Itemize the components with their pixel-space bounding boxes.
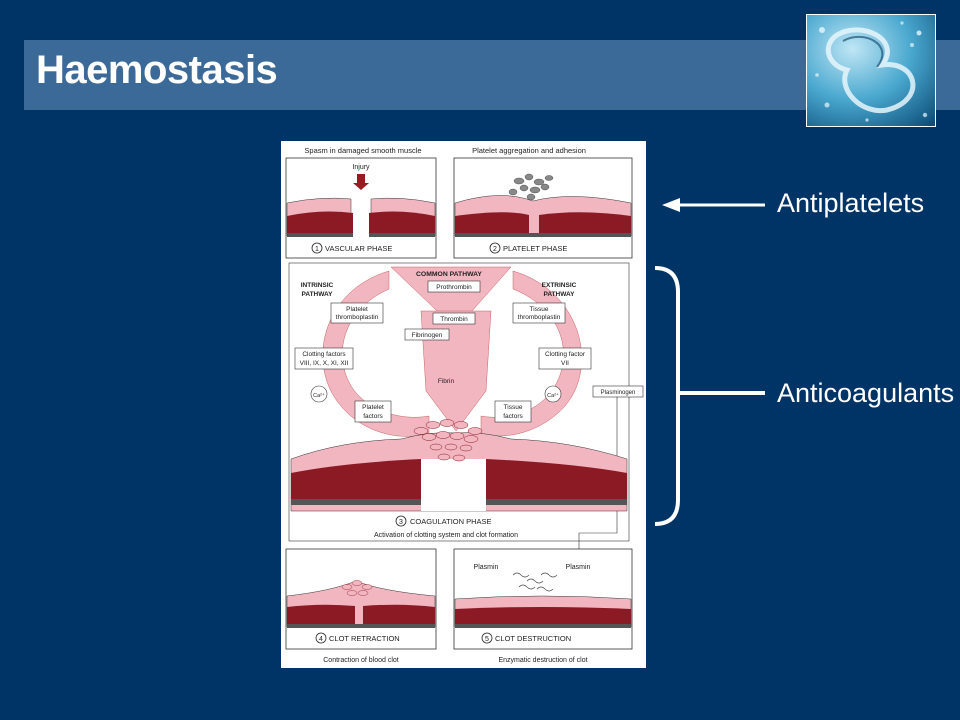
coagulation-caption: Activation of clotting system and clot f…	[374, 532, 518, 539]
prothrombin-box: Prothrombin	[436, 284, 472, 291]
phase4-label: CLOT RETRACTION	[329, 634, 400, 643]
phase4-number: 4	[319, 636, 323, 643]
plasmin-left-label: Plasmin	[474, 564, 499, 571]
phase5-label: CLOT DESTRUCTION	[495, 634, 571, 643]
clotting-factors-2: VIII, IX, X, XI, XII	[300, 360, 349, 367]
destruction-caption: Enzymatic destruction of clot	[498, 657, 587, 664]
vascular-caption: Spasm in damaged smooth muscle	[304, 146, 421, 155]
injury-arrow	[353, 174, 369, 190]
tissue-thromboplastin-2: thromboplastin	[518, 314, 561, 321]
phase3-number: 3	[399, 519, 403, 526]
injury-label: Injury	[352, 164, 370, 171]
extrinsic-label-1: EXTRINSIC	[542, 282, 577, 289]
fibrin-label: Fibrin	[438, 378, 455, 385]
platelet-factors-1: Platelet	[362, 404, 384, 411]
intrinsic-label-2: PATHWAY	[302, 291, 334, 298]
phase1-number: 1	[315, 246, 319, 253]
intrinsic-label-1: INTRINSIC	[301, 282, 334, 289]
common-pathway-label: COMMON PATHWAY	[416, 271, 482, 278]
clotting-factor-2: VII	[561, 360, 569, 367]
anticoagulants-label: Anticoagulants	[777, 378, 955, 408]
calcium-left: Ca²⁺	[313, 392, 325, 399]
platelet-phase-panel: 2 PLATELET PHASE	[453, 157, 633, 259]
platelet-thromboplastin-1: Platelet	[346, 306, 368, 313]
extrinsic-label-2: PATHWAY	[544, 291, 576, 298]
calcium-right: Ca²⁺	[547, 392, 559, 399]
title-bar	[24, 40, 960, 110]
antiplatelets-label: Antiplatelets	[777, 188, 925, 218]
clotting-factor-1: Clotting factor	[545, 351, 586, 358]
tissue-factors-1: Tissue	[504, 404, 523, 411]
phase2-label: PLATELET PHASE	[503, 244, 567, 253]
tissue-factors-2: factors	[503, 413, 523, 420]
phase3-label: COAGULATION PHASE	[410, 517, 492, 526]
tissue-thromboplastin-1: Tissue	[530, 306, 549, 313]
platelet-thromboplastin-2: thromboplastin	[336, 314, 379, 321]
plasmin-right-label: Plasmin	[566, 564, 591, 571]
fibrinogen-box: Fibrinogen	[412, 332, 443, 339]
coagulation-vessel	[290, 419, 628, 512]
plasminogen-box: Plasminogen	[601, 390, 636, 396]
anticoagulants-bracket	[654, 266, 765, 526]
thrombin-box: Thrombin	[440, 316, 468, 323]
clot-destruction-panel: Plasmin Plasmin 5 CLOT DESTRUCTION	[453, 548, 633, 650]
water-heart-logo	[806, 14, 936, 127]
clot-retraction-panel: 4 CLOT RETRACTION	[285, 548, 437, 650]
phase1-label: VASCULAR PHASE	[325, 244, 392, 253]
slide-title: Haemostasis	[36, 48, 278, 92]
platelet-factors-2: factors	[363, 413, 383, 420]
platelet-caption: Platelet aggregation and adhesion	[472, 146, 586, 155]
retraction-caption: Contraction of blood clot	[323, 657, 399, 664]
antiplatelets-arrow	[662, 198, 765, 212]
phase2-number: 2	[493, 246, 497, 253]
haemostasis-figure: Spasm in damaged smooth muscle Platelet …	[281, 141, 646, 668]
vascular-phase-panel: Injury 1 VASCULAR PHASE	[285, 157, 437, 259]
phase5-number: 5	[485, 636, 489, 643]
clotting-factors-1: Clotting factors	[302, 351, 346, 358]
